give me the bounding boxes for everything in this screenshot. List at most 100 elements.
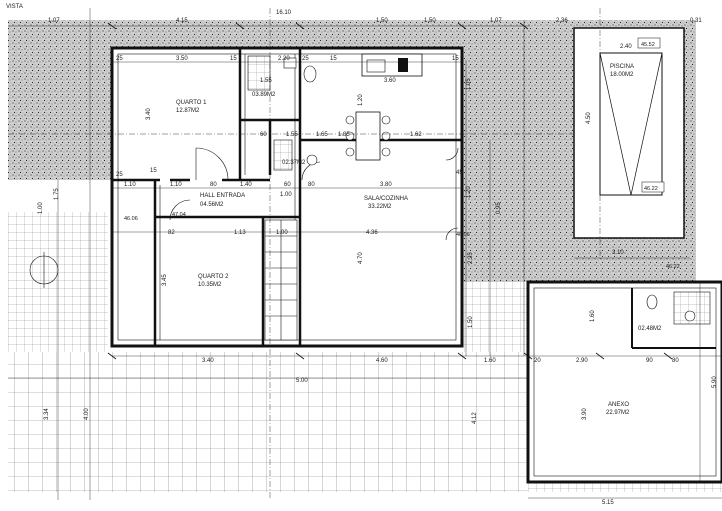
door-swings [169, 147, 459, 241]
dim-top-1: 1.07 [48, 18, 60, 24]
room-area-wc2: 02.37M2 [282, 160, 306, 166]
room-label-sala: SALA/COZINHA [364, 196, 408, 202]
level-pool-bottom: 46.22 [644, 186, 658, 192]
room-label-piscina: PISCINA [610, 64, 634, 70]
interior-walls [112, 48, 462, 346]
gravel-top [112, 20, 462, 50]
dim-v-16: 3.90 [582, 408, 588, 420]
room-area-hall: 04.56M2 [200, 202, 224, 208]
wc1-shower [247, 55, 271, 91]
dim-pool-width: 2.40 [620, 44, 632, 50]
room-label-quarto1: QUARTO 1 [176, 100, 207, 106]
dim-q1-8: 25 [302, 56, 309, 62]
dim-q1-2: 3.50 [176, 56, 188, 62]
pool-diag-2 [630, 52, 663, 196]
dim-q1-7: 15 [452, 56, 459, 62]
dim-q1-4: 2.20 [278, 56, 290, 62]
dim-top-5: 1.50 [424, 18, 436, 24]
dim-m-12: 1.55 [286, 132, 298, 138]
dim-top-7: 2.36 [556, 18, 568, 24]
gravel-mid [462, 50, 524, 282]
dim-m-18: 45 [456, 170, 463, 176]
dim-m-17: 60 [260, 132, 267, 138]
wc1-toilet [303, 65, 317, 83]
kitchen-sink [366, 59, 386, 73]
room-area-quarto1: 12.87M2 [176, 108, 200, 114]
level-terrace: 46.22 [666, 264, 680, 270]
dim-b-3: 4.60 [376, 358, 388, 364]
dim-v-11: 1.05 [466, 78, 472, 90]
dim-top-8: 0.31 [690, 18, 702, 24]
dim-q1-3: 15 [230, 56, 237, 62]
grid-right-strip [462, 282, 528, 352]
kitchen-hob [398, 58, 408, 72]
dim-m-3: 1.40 [240, 182, 252, 188]
level-right-upper: 46.06 [124, 216, 138, 222]
wc1-basin [283, 57, 297, 69]
dim-top-6: 1.07 [490, 18, 502, 24]
room-area-anexo: 22.97M2 [606, 410, 630, 416]
dim-v-2: 1.75 [54, 188, 60, 200]
dim-v-3: 3.40 [146, 108, 152, 120]
dim-v-9: 0.95 [496, 202, 502, 214]
annex-toilet [646, 294, 658, 310]
dim-b-1: 3.40 [202, 358, 214, 364]
dim-b-7: 80 [672, 358, 679, 364]
dim-m-9: 1.00 [276, 230, 288, 236]
level-sala: 46.06 [456, 232, 470, 238]
dim-top-4: 1.50 [376, 18, 388, 24]
room-area-piscina: 18.00M2 [610, 72, 634, 78]
dim-v-18: 1.60 [590, 310, 596, 322]
dim-q1-5: 15 [330, 56, 337, 62]
dim-m-16: 80 [210, 182, 217, 188]
dim-b-6: 90 [646, 358, 653, 364]
level-pool-top: 45.52 [641, 42, 655, 48]
wc2-shower [273, 139, 293, 171]
annex-inner [533, 287, 717, 477]
stairs [264, 219, 298, 341]
dimension-lines [8, 8, 722, 500]
dim-m-8: 1.13 [234, 230, 246, 236]
dim-m-7: 82 [168, 230, 175, 236]
pool-diag-1 [599, 52, 632, 196]
dim-m-21: 15 [150, 168, 157, 174]
dim-b-2: 5.00 [296, 378, 308, 384]
dim-b-5: 2.90 [576, 358, 588, 364]
dim-b-4: 1.60 [484, 358, 496, 364]
dim-v-8: 1.50 [468, 316, 474, 328]
dim-m-2: 1.10 [170, 182, 182, 188]
gravel-left [8, 20, 112, 180]
view-label: VISTA [6, 4, 23, 10]
dim-b-8: 20 [534, 358, 541, 364]
dim-m-5: 80 [308, 182, 315, 188]
dim-m-22: 25 [116, 172, 123, 178]
dim-m-4: 60 [284, 182, 291, 188]
dimension-ticks [107, 22, 673, 360]
dim-v-7: 3.45 [162, 274, 168, 286]
room-label-anexo: ANEXO [608, 402, 629, 408]
dim-v-14: 4.00 [84, 408, 90, 420]
dim-m-15: 1.00 [280, 192, 292, 198]
dim-m-19: 3.10 [612, 250, 624, 256]
room-area-quarto2: 10.35M2 [198, 282, 222, 288]
dim-q1-1: 25 [116, 56, 123, 62]
room-label-quarto2: QUARTO 2 [198, 274, 229, 280]
dim-top-2: 4.15 [176, 18, 188, 24]
annex-basin [684, 310, 696, 322]
dim-b-9: 5.15 [602, 500, 614, 506]
dim-m-10: 4.36 [366, 230, 378, 236]
dim-v-1: 1.00 [38, 202, 44, 214]
dim-v-17: 5.90 [712, 376, 718, 388]
dim-m-1: 1.10 [124, 182, 136, 188]
dim-q1-6: 3.60 [384, 78, 396, 84]
dim-m-11: 1.85 [338, 132, 350, 138]
dim-v-12: 1.20 [466, 186, 472, 198]
dim-m-6: 3.80 [380, 182, 392, 188]
pool-level-box-2 [641, 181, 665, 193]
room-area-sala: 33.22M2 [368, 204, 392, 210]
dim-top-3: 16.10 [276, 10, 292, 16]
room-area-wc1: 03.89M2 [252, 92, 276, 98]
wc2-toilet [306, 154, 318, 166]
